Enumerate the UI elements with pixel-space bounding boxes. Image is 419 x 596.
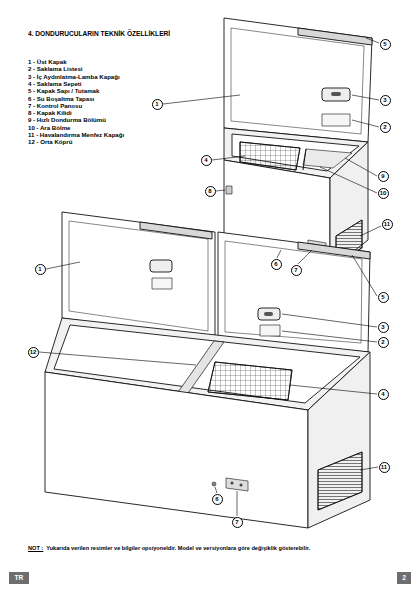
- callout-text: 7: [235, 519, 238, 525]
- side-face: [308, 352, 370, 528]
- callout-number: 3: [378, 322, 389, 333]
- callout-text: 11: [384, 221, 390, 227]
- lock: [226, 186, 232, 194]
- callout-number: 3: [380, 95, 391, 106]
- callout-number: 7: [232, 517, 243, 528]
- callout-text: 1: [38, 266, 41, 272]
- callout-text: 5: [383, 41, 386, 47]
- note-text: Yukarıda verilen resimler ve bilgiler op…: [46, 545, 310, 551]
- callout-number: 7: [291, 265, 302, 276]
- callout-text: 6: [274, 261, 277, 267]
- callout-number: 8: [205, 186, 216, 197]
- lamp-cover: [258, 308, 280, 320]
- part-name: 8 - Kapak Kilidi: [28, 110, 72, 117]
- lid-handle: [140, 222, 212, 239]
- callout-number: 4: [378, 389, 389, 400]
- lamp: [331, 92, 341, 96]
- callout-number: 1: [35, 264, 46, 275]
- callout-number: 5: [378, 292, 389, 303]
- part-name: 1 - Üst Kapak: [28, 59, 67, 66]
- part-name: 4 - Saklama Sepeti: [28, 81, 82, 88]
- callout-text: TR: [15, 575, 24, 582]
- callout-text: 2: [402, 575, 406, 582]
- storage-list: [322, 114, 350, 126]
- section-title: 4. DONDURUCULARIN TEKNİK ÖZELLİKLERİ: [28, 30, 170, 37]
- lamp-cover: [150, 260, 172, 272]
- front-face: [45, 372, 308, 528]
- storage-list: [260, 325, 280, 336]
- leader-lines: [39, 38, 381, 516]
- drain-plug: [212, 482, 216, 486]
- callout-text: 11: [381, 464, 387, 470]
- lamp-cover: [322, 88, 350, 101]
- callout-text: 1: [155, 101, 158, 107]
- callout-text: 5: [381, 294, 384, 300]
- callout-text: 3: [381, 324, 384, 330]
- part-name: 12 - Orta Köprü: [28, 139, 72, 146]
- callout-number: 11: [379, 462, 390, 473]
- storage-list: [152, 278, 172, 289]
- lid-handle: [298, 28, 372, 45]
- callout-text: 3: [383, 97, 386, 103]
- lid-handle: [298, 242, 370, 259]
- callout-text: 10: [380, 190, 387, 196]
- lid: [224, 18, 372, 142]
- callout-number: 6: [212, 494, 223, 505]
- part-name: 11 - Havalandırma Menfez Kapağı: [28, 132, 124, 139]
- callout-text: 4: [204, 157, 207, 163]
- page-marker: 2: [397, 572, 411, 584]
- part-name: 7 - Kontrol Panosu: [28, 103, 82, 110]
- lid-panel: [231, 28, 364, 134]
- callout-text: 2: [381, 339, 384, 345]
- note-text: NOT :: [28, 545, 43, 551]
- callout-number: 12: [28, 347, 39, 358]
- callout-number: 5: [380, 39, 391, 50]
- callout-number: 4: [201, 155, 212, 166]
- basket: [208, 362, 292, 400]
- vent-grill: [318, 452, 362, 510]
- divider: [303, 149, 306, 170]
- callout-number: 6: [271, 259, 282, 270]
- part-name: 2 - Saklama Listesi: [28, 66, 83, 73]
- callout-text: 9: [381, 173, 384, 179]
- callout-number: 11: [382, 219, 393, 230]
- page-marker: TR: [9, 572, 29, 584]
- callout-number: 2: [378, 337, 389, 348]
- callout-text: 2: [383, 124, 386, 130]
- callout-text: 4: [381, 391, 384, 397]
- callout-number: 9: [378, 171, 389, 182]
- callout-number: 10: [378, 188, 389, 199]
- control-panel: [226, 478, 248, 491]
- right-lid: [218, 232, 370, 352]
- callout-text: 6: [215, 496, 218, 502]
- part-name: 5 - Kapak Sapı / Tutamak: [28, 88, 99, 95]
- callout-number: 2: [380, 122, 391, 133]
- callout-number: 1: [152, 99, 163, 110]
- callout-text: 12: [30, 349, 37, 355]
- part-name: 10 - Ara Bölme: [28, 125, 70, 132]
- part-name: 3 - İç Aydınlatma-Lamba Kapağı: [28, 74, 120, 81]
- callout-text: 7: [294, 267, 297, 273]
- part-name: 6 - Su Boşaltma Tapası: [28, 96, 94, 103]
- part-name: 9 - Hızlı Dondurma Bölümü: [28, 117, 106, 124]
- callout-text: 8: [208, 188, 211, 194]
